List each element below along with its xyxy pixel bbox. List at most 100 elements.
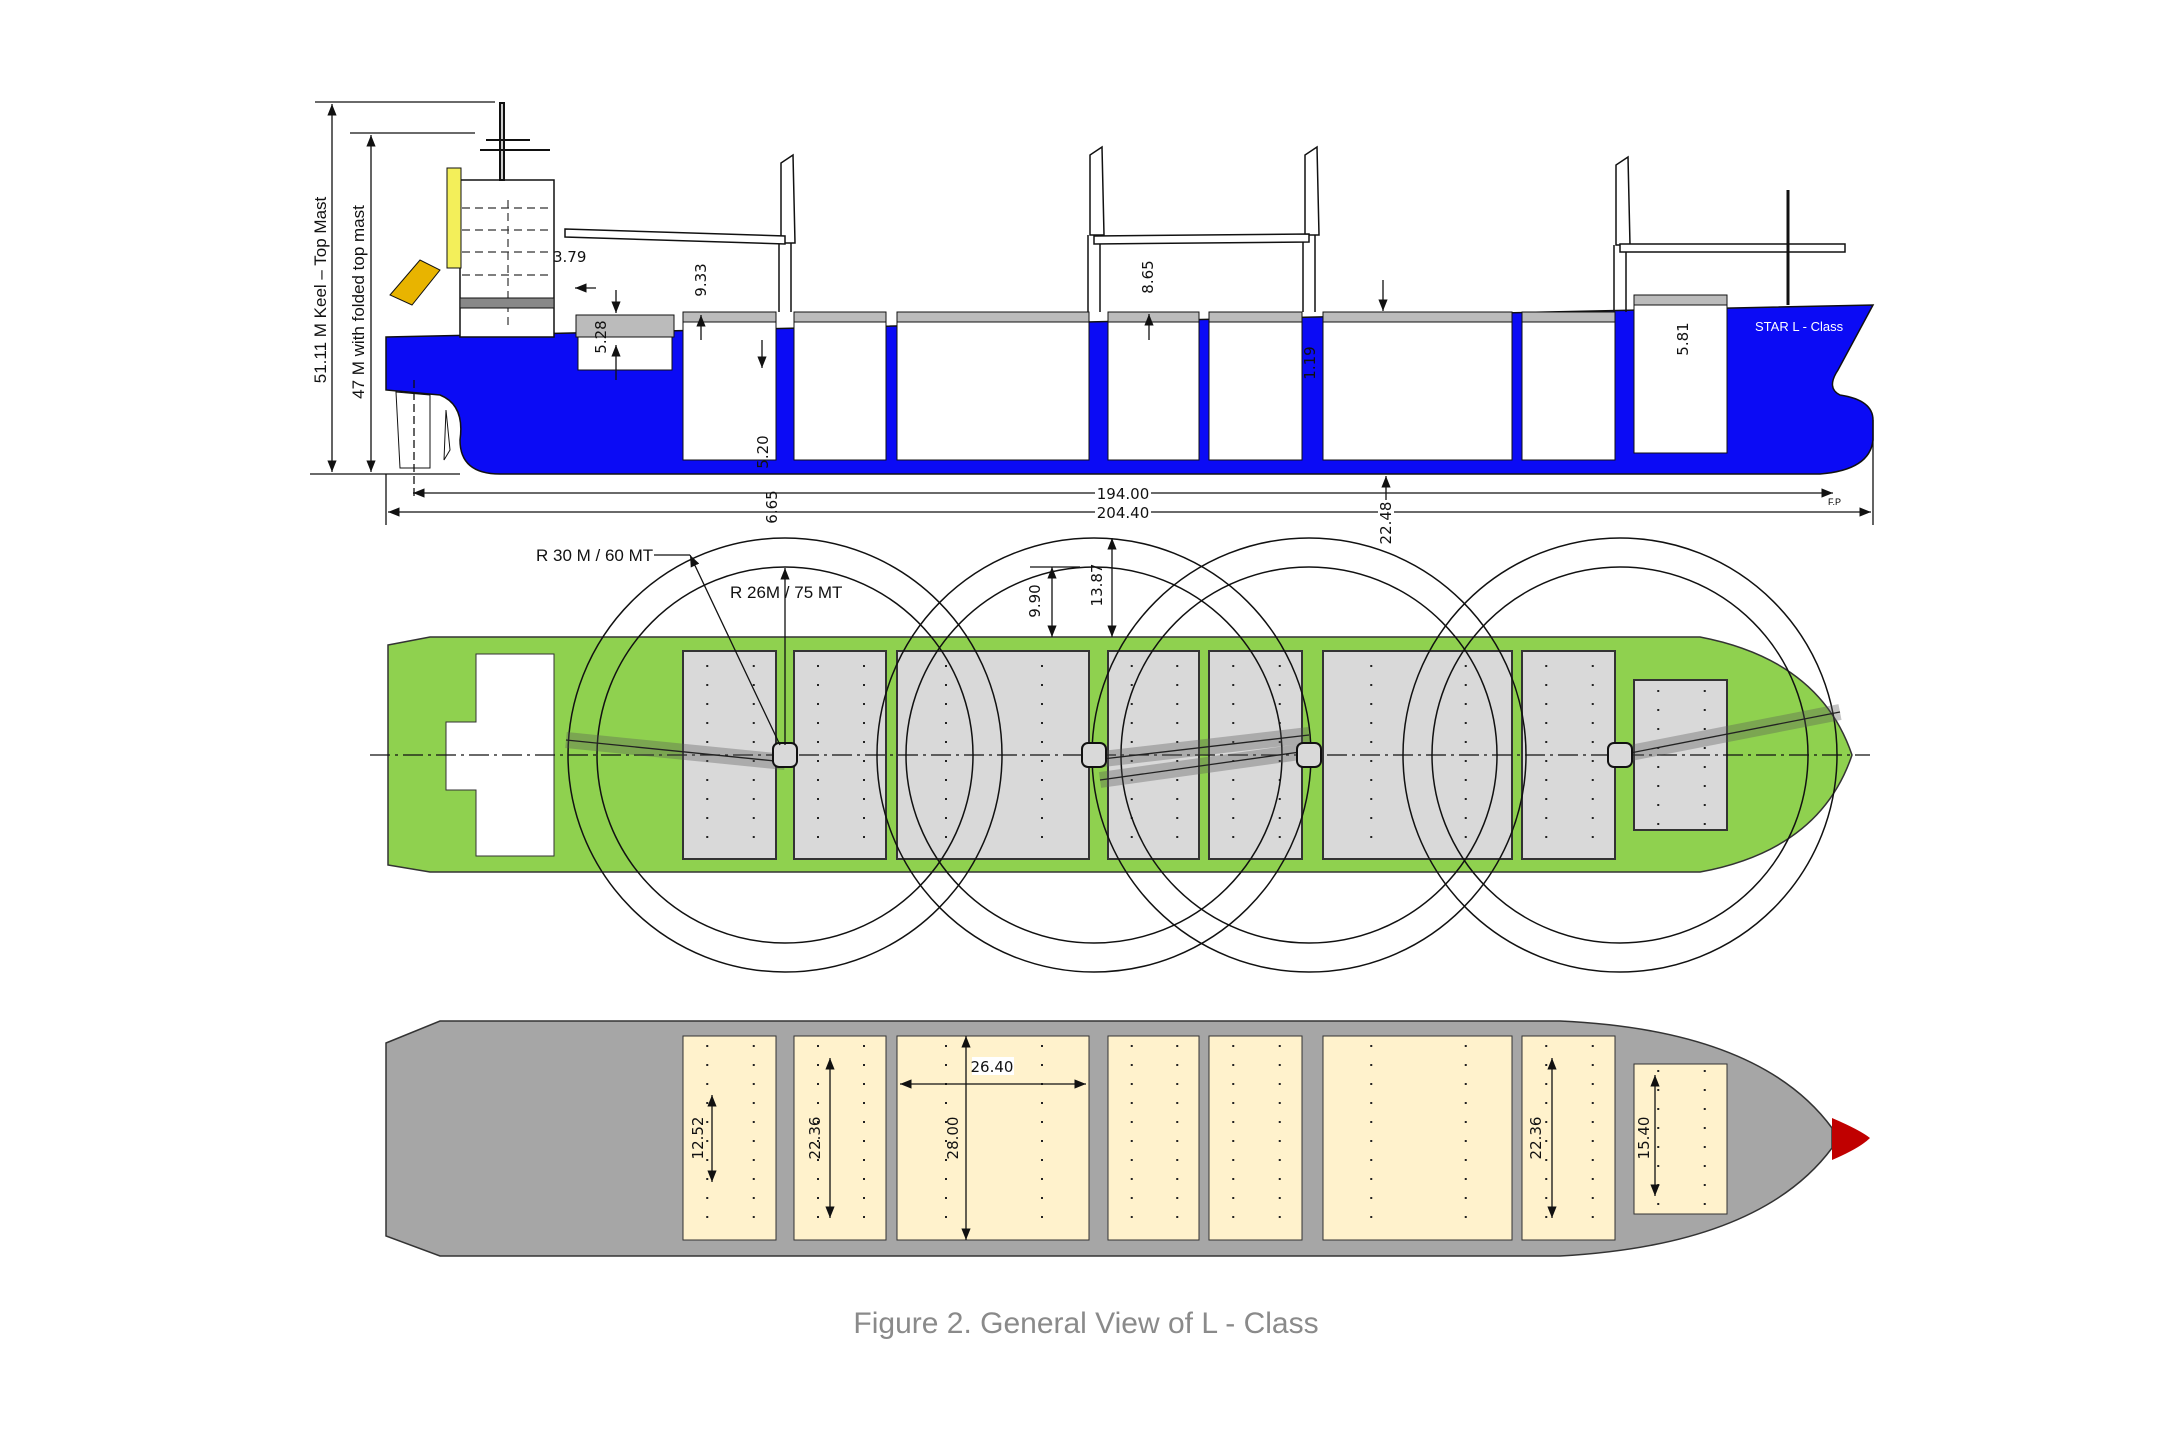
hatch-dot: [706, 722, 709, 724]
hatch-dot: [752, 665, 755, 667]
hatch-cover-profile: [1107, 311, 1200, 323]
hatch-dot: [1370, 665, 1373, 667]
tanktop-dot: [1464, 1140, 1467, 1142]
tanktop-dot: [863, 1159, 865, 1161]
dim-5-81: 5.81: [1674, 322, 1692, 355]
hatch-dot: [1130, 836, 1133, 838]
tanktop-dot: [706, 1045, 709, 1047]
crane-boom-outline: [1093, 734, 1310, 761]
hatch-dot: [863, 836, 865, 838]
hatch-dot: [863, 703, 865, 705]
hatch-dot: [1176, 817, 1179, 819]
tanktop-dot: [1278, 1064, 1281, 1066]
hatch-dot: [1591, 722, 1594, 724]
hatch-dot: [752, 760, 755, 762]
crane-pedestal: [778, 243, 792, 312]
cargo-hold-profile: [1633, 304, 1728, 454]
tanktop-dot: [863, 1216, 865, 1218]
tanktop-dot: [1591, 1064, 1594, 1066]
hatch-dot: [706, 836, 709, 838]
tanktop-dimension-lines: [707, 1036, 1660, 1240]
crane-pedestal: [1302, 235, 1316, 312]
tanktop-dot: [1545, 1102, 1548, 1104]
crane-pedestal: [1087, 235, 1101, 312]
tanktop-dot: [1591, 1045, 1594, 1047]
tanktop-dot: [1703, 1127, 1706, 1129]
tanktop-dot: [706, 1178, 709, 1180]
tanktop-dot: [1591, 1140, 1594, 1142]
holds-profile: [575, 294, 1728, 461]
hatch-dot: [1591, 798, 1594, 800]
hatch-dot: [1278, 684, 1281, 686]
tanktop-dot: [1130, 1102, 1133, 1104]
hatch-dot: [752, 836, 755, 838]
hatch-dot: [1130, 722, 1133, 724]
deck-plan-view: R 30 M / 60 MT R 26M / 75 MT 9.90 13.87: [370, 537, 1870, 973]
tanktop-dot: [1370, 1083, 1373, 1085]
hatch-dot: [1591, 741, 1594, 743]
hatch-dot: [706, 760, 709, 762]
tanktop-dot: [1041, 1159, 1043, 1161]
hatch-dot: [752, 722, 755, 724]
hatch-dot: [1130, 741, 1133, 743]
hatch-dot: [706, 741, 709, 743]
tanktop-dot: [1464, 1102, 1467, 1104]
tanktop-dot: [1591, 1178, 1594, 1180]
hatch-dot: [945, 836, 947, 838]
tanktop-dot: [1370, 1121, 1373, 1123]
hatch-dot: [1176, 741, 1179, 743]
hatch-dot: [1041, 665, 1043, 667]
tanktop-dot: [1545, 1121, 1548, 1123]
hatch-dot: [1545, 665, 1548, 667]
tanktop-dot: [1130, 1121, 1133, 1123]
hatch-dot: [1464, 760, 1467, 762]
cargo-hold-profile: [1107, 321, 1200, 461]
hatch-dot: [1370, 836, 1373, 838]
hatch-dot: [863, 741, 865, 743]
tanktop-dot: [1703, 1165, 1706, 1167]
hatch-dot: [1278, 665, 1281, 667]
hatch-dot: [1703, 823, 1706, 825]
tanktop-dot: [1232, 1197, 1235, 1199]
tanktop-dot: [817, 1197, 819, 1199]
crane-pedestal-plan: [1081, 742, 1107, 768]
tanktop-dot: [817, 1121, 819, 1123]
tanktop-dot: [1464, 1064, 1467, 1066]
hatch-dot: [1657, 728, 1660, 730]
hatch-dot: [817, 722, 819, 724]
hatch-dot: [752, 779, 755, 781]
tanktop-dot: [863, 1083, 865, 1085]
hatch-dot: [1545, 798, 1548, 800]
tanktop-dot: [817, 1045, 819, 1047]
cargo-hold-profile: [1208, 321, 1303, 461]
tanktop-dot: [1176, 1140, 1179, 1142]
tanktop-dot: [1657, 1165, 1660, 1167]
rudder: [395, 391, 431, 469]
hatch-dot: [1176, 779, 1179, 781]
hatch-dot: [706, 779, 709, 781]
hatch-dot: [817, 798, 819, 800]
tanktop-dot: [1370, 1178, 1373, 1180]
tanktop-dot: [752, 1102, 755, 1104]
tanktop-dot: [1545, 1197, 1548, 1199]
tanktop-hatch: [793, 1035, 887, 1241]
tanktop-hatch: [1107, 1035, 1200, 1241]
hatch-dot: [1130, 665, 1133, 667]
tanktop-dot: [1041, 1121, 1043, 1123]
dim-5-28: 5.28: [592, 320, 610, 353]
hatch-dot: [817, 817, 819, 819]
tanktop-dot: [1370, 1140, 1373, 1142]
hatch-dot: [1591, 817, 1594, 819]
hatch-dot: [1591, 703, 1594, 705]
hatch-dot: [1232, 817, 1235, 819]
hatch-dot: [817, 760, 819, 762]
height-folded-mast-label: 47 M with folded top mast: [349, 205, 368, 399]
hatch-dot: [1232, 779, 1235, 781]
hatch-dot: [817, 703, 819, 705]
hatch-dot: [1278, 798, 1281, 800]
tanktop-dot: [1591, 1121, 1594, 1123]
hatch-dot: [863, 798, 865, 800]
hatch-dot: [1370, 817, 1373, 819]
dim-9-33: 9.33: [692, 263, 710, 296]
